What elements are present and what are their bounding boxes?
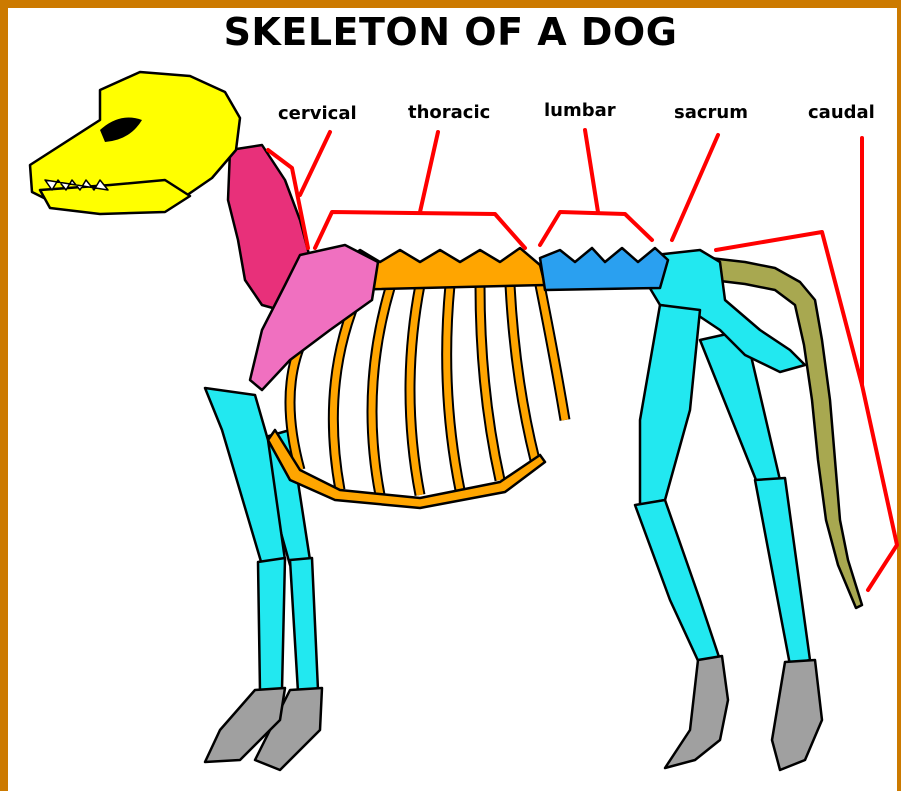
label-sacrum: sacrum (674, 102, 748, 123)
hind-paw-far (772, 660, 822, 770)
sacrum-leader (672, 135, 718, 240)
cervical-leader (300, 132, 330, 195)
label-lumbar: lumbar (544, 100, 616, 121)
thoracic-bracket (315, 212, 525, 248)
label-caudal: caudal (808, 102, 875, 123)
sternum (268, 430, 545, 508)
label-thoracic: thoracic (408, 102, 490, 123)
lumbar-vertebrae (540, 248, 668, 290)
hind-leg-far (700, 330, 810, 665)
thoracic-leader (420, 132, 438, 212)
lumbar-bracket (540, 212, 652, 245)
hind-paw-near (665, 656, 728, 768)
lumbar-leader (585, 130, 598, 212)
leader-lines (268, 130, 897, 590)
label-cervical: cervical (278, 103, 357, 124)
